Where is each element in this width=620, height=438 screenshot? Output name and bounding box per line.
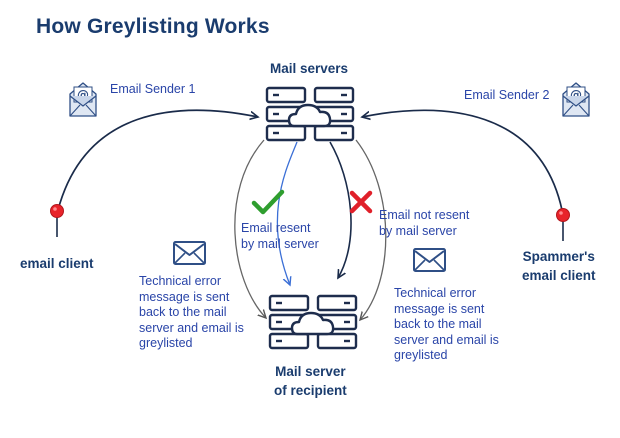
- location-pin-icon: [555, 207, 571, 242]
- not-resent-arrow: [329, 141, 352, 278]
- error-right-line: Technical error: [394, 286, 476, 300]
- error-right-line: message is sent: [394, 301, 485, 316]
- not-resent-annotation: Email not resent by mail server: [379, 208, 469, 239]
- error-right-line: greylisted: [394, 348, 448, 362]
- mail-servers-icon: [265, 86, 355, 142]
- page-title: How Greylisting Works: [36, 15, 270, 38]
- error-annotation-left: Technical error message is sent back to …: [139, 274, 244, 352]
- error-right-line: server and email is: [394, 332, 499, 347]
- right-bounce-arrow: [355, 139, 387, 320]
- error-left-line: Technical error: [139, 274, 221, 288]
- recipient-server-label: Mail server of recipient: [274, 362, 347, 400]
- error-right-line: back to the mail: [394, 317, 482, 331]
- recipient-server-icon: [268, 294, 358, 350]
- recipient-server-line2: of recipient: [274, 383, 347, 398]
- email-at-icon: [562, 82, 590, 117]
- resent-annotation: Email resent by mail server: [241, 221, 319, 252]
- sender1-label: Email Sender 1: [110, 82, 196, 96]
- spammer-client-line1: Spammer's: [522, 249, 595, 264]
- sender2-label: Email Sender 2: [464, 88, 550, 102]
- spammer-to-servers-arrow: [362, 109, 563, 211]
- recipient-server-line1: Mail server: [275, 364, 346, 379]
- envelope-icon: [173, 241, 206, 265]
- not-resent-line1: Email not resent: [379, 208, 470, 222]
- email-at-icon: [69, 82, 97, 117]
- spammer-client-label: Spammer's email client: [522, 247, 596, 285]
- email-client-label: email client: [20, 256, 94, 271]
- client-to-servers-arrow: [57, 109, 258, 211]
- error-left-line: message is sent: [139, 289, 230, 304]
- cross-icon: [349, 190, 373, 214]
- not-resent-line2: by mail server: [379, 223, 457, 238]
- resent-line1: Email resent: [241, 221, 311, 235]
- resent-line2: by mail server: [241, 236, 319, 251]
- error-annotation-right: Technical error message is sent back to …: [394, 286, 499, 364]
- spammer-client-line2: email client: [522, 268, 596, 283]
- resent-arrow: [276, 141, 298, 285]
- location-pin-icon: [49, 203, 65, 238]
- error-left-line: greylisted: [139, 336, 193, 350]
- check-icon: [251, 189, 285, 215]
- envelope-icon: [413, 248, 446, 272]
- error-left-line: back to the mail: [139, 305, 227, 319]
- left-bounce-arrow: [234, 139, 266, 318]
- mail-servers-label: Mail servers: [270, 61, 349, 76]
- error-left-line: server and email is: [139, 320, 244, 335]
